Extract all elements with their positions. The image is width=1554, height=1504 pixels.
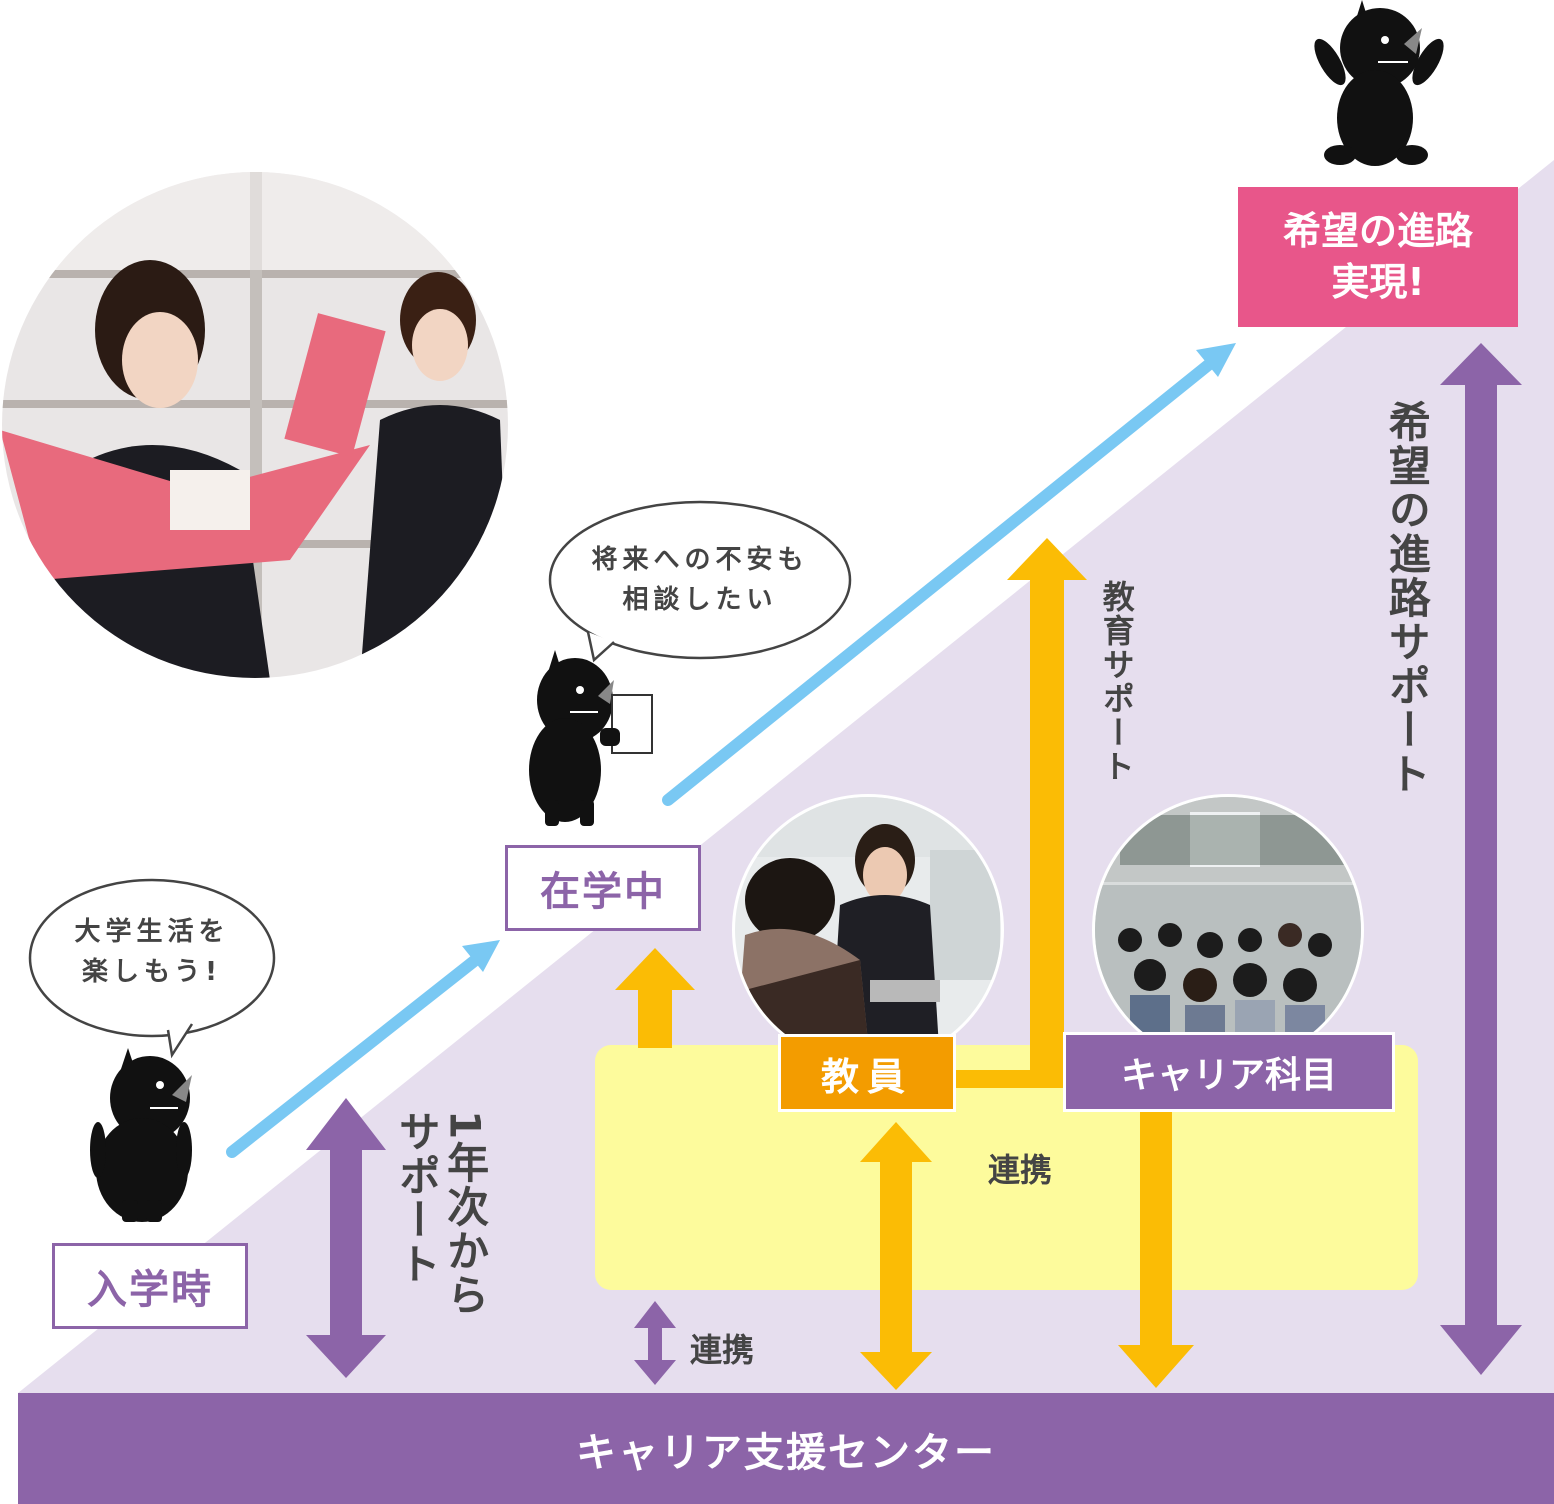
entry-speech-bubble [28, 878, 276, 1059]
entry-bubble-text: 大学生活を 楽しもう! [52, 912, 252, 993]
enrolled-bubble-line2: 相談したい [622, 585, 778, 616]
progress-arrow-lower [226, 940, 500, 1158]
entry-bubble-line1: 大学生活を [74, 917, 230, 947]
mascot-goal-icon [1314, 0, 1444, 166]
enrolled-speech-bubble [548, 500, 852, 663]
teacher-box: 教員 [778, 1034, 956, 1112]
goal-subtitle: 実現! [1331, 260, 1425, 304]
stage-enrolled-label: 在学中 [505, 845, 701, 931]
mascot-enrolled-icon [529, 650, 653, 826]
enrolled-up-arrow [615, 948, 695, 1046]
first-year-support-text: 1年次からサポート [392, 1110, 490, 1318]
education-support-text: 教育サポート [1097, 580, 1136, 784]
collab-upper-text: 連携 [988, 1151, 1053, 1189]
career-path-support-arrow [1440, 343, 1522, 1375]
enrolled-bubble-line1: 将来への不安も [591, 545, 809, 575]
career-support-center-bar: キャリア支援センター [18, 1393, 1554, 1504]
education-support-arrow [1007, 538, 1087, 1048]
stage-entry-label: 入学時 [52, 1243, 248, 1329]
first-year-support-arrow [306, 1098, 386, 1378]
enrolled-bubble-text: 将来への不安も 相談したい [555, 540, 845, 621]
career-path-support-text: 希望の進路サポート [1382, 400, 1432, 796]
goal-box: 希望の進路 実現! [1238, 187, 1518, 327]
career-course-box: キャリア科目 [1063, 1032, 1395, 1112]
goal-title: 希望の進路 [1282, 208, 1473, 253]
collab-lower-text: 連携 [690, 1331, 755, 1369]
center-collab-arrow [634, 1301, 676, 1385]
mascot-entry-icon [90, 1048, 192, 1222]
progress-arrow-upper [662, 343, 1236, 806]
entry-bubble-line2: 楽しもう! [81, 957, 223, 988]
